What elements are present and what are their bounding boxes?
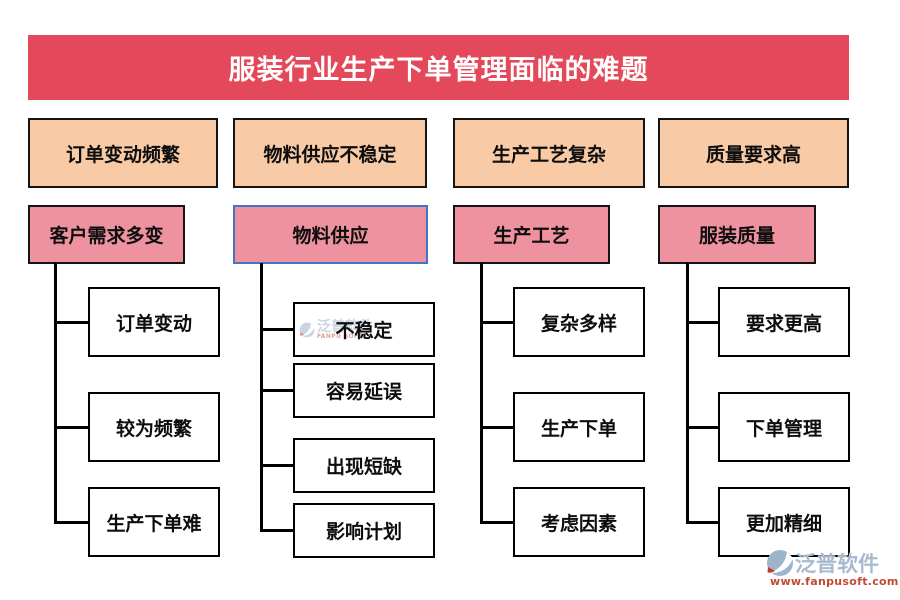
leaf-label: 考虑因素 <box>540 512 617 535</box>
col3-leaf-node: 生产下单 <box>513 392 645 462</box>
connector-stub <box>480 426 515 429</box>
col3-leaf-node: 考虑因素 <box>513 487 645 557</box>
leaf-label: 下单管理 <box>745 417 822 440</box>
col1-leaf-node: 订单变动 <box>88 287 220 357</box>
leaf-label: 复杂多样 <box>540 312 617 335</box>
col2-subheader-selected: 物料供应 <box>233 205 428 264</box>
col1-connector-trunk <box>54 263 57 523</box>
connector-stub <box>260 529 295 532</box>
connector-stub <box>260 389 295 392</box>
col1-leaf-node: 较为频繁 <box>88 392 220 462</box>
connector-stub <box>480 321 515 324</box>
diagram-title: 服装行业生产下单管理面临的难题 <box>28 35 849 100</box>
fanpu-logo-icon <box>299 322 315 337</box>
col3-subheader: 生产工艺 <box>453 205 610 264</box>
leaf-label: 要求更高 <box>745 312 822 335</box>
leaf-label: 更加精细 <box>745 512 822 535</box>
connector-stub <box>686 521 720 524</box>
col1-header: 订单变动频繁 <box>28 118 218 188</box>
connector-stub <box>260 328 295 331</box>
connector-stub <box>54 426 90 429</box>
col4-connector-trunk <box>686 263 689 523</box>
leaf-label: 不稳定 <box>335 320 393 342</box>
leaf-label: 出现短缺 <box>325 456 402 478</box>
leaf-label: 订单变动 <box>115 312 192 335</box>
col3-header: 生产工艺复杂 <box>453 118 645 188</box>
col1-subheader: 客户需求多变 <box>28 205 185 264</box>
connector-stub <box>54 521 90 524</box>
col4-leaf-node: 更加精细 <box>718 487 850 557</box>
col2-leaf-node: 泛普软件 FANPU SOFT 不稳定 <box>293 302 435 357</box>
leaf-label: 容易延误 <box>325 381 402 403</box>
connector-stub <box>480 521 515 524</box>
col2-leaf-node: 影响计划 <box>293 503 435 558</box>
col3-connector-trunk <box>480 263 483 523</box>
col3-leaf-node: 复杂多样 <box>513 287 645 357</box>
fanpu-logo-icon <box>767 550 793 576</box>
brand-url: www.fanpusoft.com <box>770 575 899 588</box>
connector-stub <box>686 426 720 429</box>
col2-header: 物料供应不稳定 <box>233 118 427 188</box>
brand-name: 泛普软件 <box>795 552 879 576</box>
brand-watermark: 泛普软件 www.fanpusoft.com <box>766 548 899 588</box>
col4-header: 质量要求高 <box>658 118 849 188</box>
leaf-label: 生产下单 <box>540 417 617 440</box>
leaf-label: 较为频繁 <box>115 417 192 440</box>
col4-leaf-node: 要求更高 <box>718 287 850 357</box>
col2-leaf-node: 出现短缺 <box>293 438 435 493</box>
leaf-label: 影响计划 <box>325 521 402 543</box>
col2-connector-trunk <box>260 263 263 531</box>
connector-stub <box>260 464 295 467</box>
col2-leaf-node: 容易延误 <box>293 363 435 418</box>
col4-leaf-node: 下单管理 <box>718 392 850 462</box>
col1-leaf-node: 生产下单难 <box>88 487 220 557</box>
connector-stub <box>54 321 90 324</box>
leaf-label: 生产下单难 <box>106 512 202 535</box>
connector-stub <box>686 321 720 324</box>
col4-subheader: 服装质量 <box>658 205 816 264</box>
